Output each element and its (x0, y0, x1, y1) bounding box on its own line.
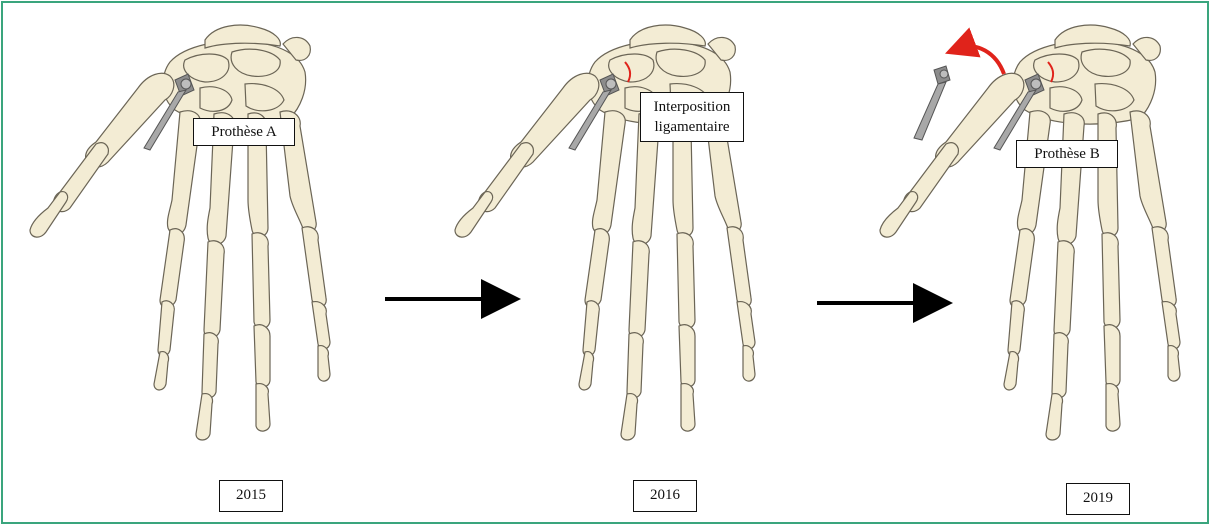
prosthesis-b-label: Prothèse B (1016, 140, 1118, 168)
hand-2016 (455, 25, 755, 440)
year-label-2019: 2019 (1066, 483, 1130, 515)
year-label-2016: 2016 (633, 480, 697, 512)
ligament-interposition-label: Interposition ligamentaire (640, 92, 744, 142)
hand-2019 (880, 25, 1180, 440)
prosthesis-a-label: Prothèse A (193, 118, 295, 146)
ligament-label-line2: ligamentaire (647, 117, 737, 137)
curved-red-arrow-icon (960, 46, 1004, 74)
year-label-2015: 2015 (219, 480, 283, 512)
removed-prosthesis-icon (914, 66, 950, 140)
hand-2015 (30, 25, 330, 440)
ligament-label-line1: Interposition (647, 97, 737, 117)
